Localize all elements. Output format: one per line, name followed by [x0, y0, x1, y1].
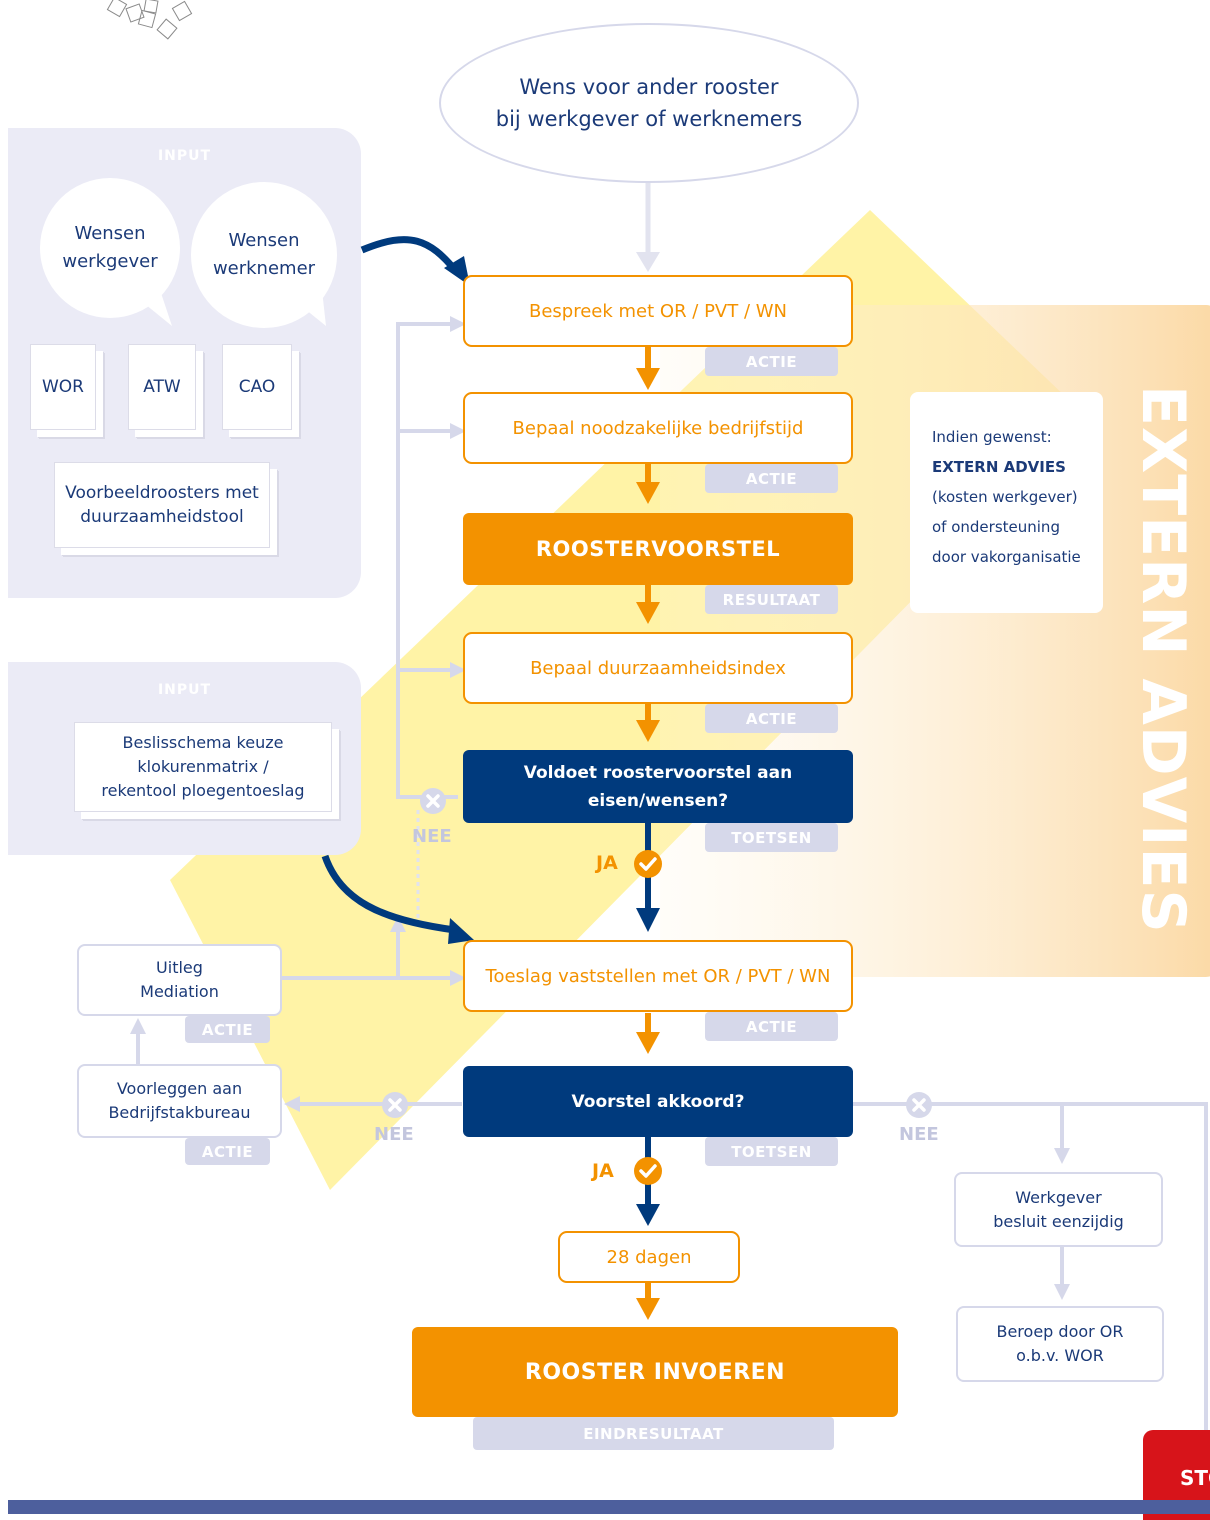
tag-actie-3: ACTIE — [705, 704, 838, 733]
label-ja-1: JA — [596, 852, 618, 874]
footer-bar — [8, 1500, 1210, 1514]
uitleg-line2: Mediation — [140, 982, 219, 1001]
decision-voldoet: Voldoet roostervoorstel aan eisen/wensen… — [463, 750, 853, 823]
ja-check-icon-2 — [634, 1157, 662, 1185]
voorleggen-line2: Bedrijfstakbureau — [108, 1103, 251, 1122]
label-nee-1: NEE — [412, 826, 452, 847]
doc-wor: WOR — [30, 344, 96, 430]
tag-resultaat: RESULTAAT — [705, 585, 838, 614]
step-bepaal-bedrijfstijd: Bepaal noodzakelijke bedrijfstijd — [463, 392, 853, 464]
extern-line4: of ondersteuning — [932, 518, 1060, 536]
voldoet-line1: Voldoet roostervoorstel aan — [523, 762, 793, 783]
tag-actie-5: ACTIE — [185, 1016, 270, 1043]
tag-eindresultaat: EINDRESULTAAT — [473, 1417, 834, 1450]
extern-line3: (kosten werkgever) — [932, 488, 1078, 506]
nee-icon-3 — [906, 1092, 932, 1118]
voorleggen-line1: Voorleggen aan — [116, 1079, 243, 1098]
nee-icon-1 — [420, 788, 446, 814]
ja-check-icon-1 — [634, 850, 662, 878]
box-werkgever-besluit: Werkgever besluit eenzijdig — [954, 1172, 1163, 1247]
label-nee-3: NEE — [899, 1124, 939, 1145]
step-28-dagen: 28 dagen — [558, 1231, 740, 1283]
extern-line1: Indien gewenst: — [932, 428, 1052, 446]
doc-atw: ATW — [128, 344, 196, 430]
decorative-cubes-icon — [106, 0, 193, 40]
beroep-line2: o.b.v. WOR — [1016, 1346, 1104, 1365]
beroep-line1: Beroep door OR — [996, 1322, 1124, 1341]
box-voorleggen: Voorleggen aan Bedrijfstakbureau — [77, 1064, 282, 1138]
bubble-werkgever-line2: werkgever — [62, 251, 158, 272]
label-ja-2: JA — [592, 1160, 614, 1182]
beslisschema-line1: Beslisschema keuze — [122, 733, 284, 752]
extern-advies-vertical-title: EXTERN ADVIES — [1128, 385, 1198, 934]
tag-actie-2: ACTIE — [705, 464, 838, 493]
werkgever-line1: Werkgever — [1015, 1187, 1102, 1207]
bubble-werknemer-line2: werknemer — [212, 258, 316, 279]
step-toeslag: Toeslag vaststellen met OR / PVT / WN — [463, 940, 853, 1012]
nee-icon-2 — [382, 1092, 408, 1118]
stop-label: STOP — [1180, 1466, 1210, 1490]
start-line1: Wens voor ander rooster — [519, 75, 779, 99]
extern-line5: door vakorganisatie — [932, 548, 1081, 566]
box-uitleg-mediation: Uitleg Mediation — [77, 944, 282, 1016]
werkgever-line2: besluit eenzijdig — [993, 1211, 1124, 1231]
doc-voorbeeldroosters: Voorbeeldroosters met duurzaamheidstool — [54, 462, 270, 548]
extern-vertical-text: EXTERN ADVIES — [1128, 385, 1198, 934]
voldoet-line2: eisen/wensen? — [587, 790, 729, 811]
beslisschema-line2: klokurenmatrix / — [137, 757, 269, 776]
voorbeeld-line2: duurzaamheidstool — [80, 507, 244, 527]
doc-cao: CAO — [222, 344, 292, 430]
extern-line2: EXTERN ADVIES — [932, 458, 1066, 476]
label-nee-2: NEE — [374, 1124, 414, 1145]
bubble-werknemer-line1: Wensen — [228, 230, 300, 251]
bubble-wensen-werkgever: Wensen werkgever — [40, 178, 180, 318]
doc-beslisschema: Beslisschema keuze klokurenmatrix / reke… — [74, 722, 332, 812]
step-roostervoorstel: ROOSTERVOORSTEL — [463, 513, 853, 585]
tag-toetsen-1: TOETSEN — [705, 823, 838, 852]
step-rooster-invoeren: ROOSTER INVOEREN — [412, 1327, 898, 1417]
tag-actie-4: ACTIE — [705, 1012, 838, 1041]
start-line2: bij werkgever of werknemers — [495, 107, 803, 131]
beslisschema-line3: rekentool ploegentoeslag — [101, 781, 305, 800]
input-panel-2-title: INPUT — [157, 682, 212, 698]
box-beroep-or: Beroep door OR o.b.v. WOR — [956, 1306, 1164, 1382]
step-bespreek: Bespreek met OR / PVT / WN — [463, 275, 853, 347]
start-ellipse: Wens voor ander rooster bij werkgever of… — [439, 23, 859, 183]
tag-actie-1: ACTIE — [705, 347, 838, 376]
input-panel-1-title: INPUT — [157, 148, 212, 164]
uitleg-line1: Uitleg — [156, 958, 203, 977]
step-bepaal-index: Bepaal duurzaamheidsindex — [463, 632, 853, 704]
tag-toetsen-2: TOETSEN — [705, 1137, 838, 1166]
decision-akkoord: Voorstel akkoord? — [463, 1066, 853, 1137]
bubble-werkgever-line1: Wensen — [74, 223, 146, 244]
voorbeeld-line1: Voorbeeldroosters met — [65, 483, 259, 503]
tag-actie-6: ACTIE — [185, 1138, 270, 1165]
extern-advies-card: Indien gewenst: EXTERN ADVIES (kosten we… — [910, 392, 1103, 613]
bubble-wensen-werknemer: Wensen werknemer — [191, 182, 337, 328]
